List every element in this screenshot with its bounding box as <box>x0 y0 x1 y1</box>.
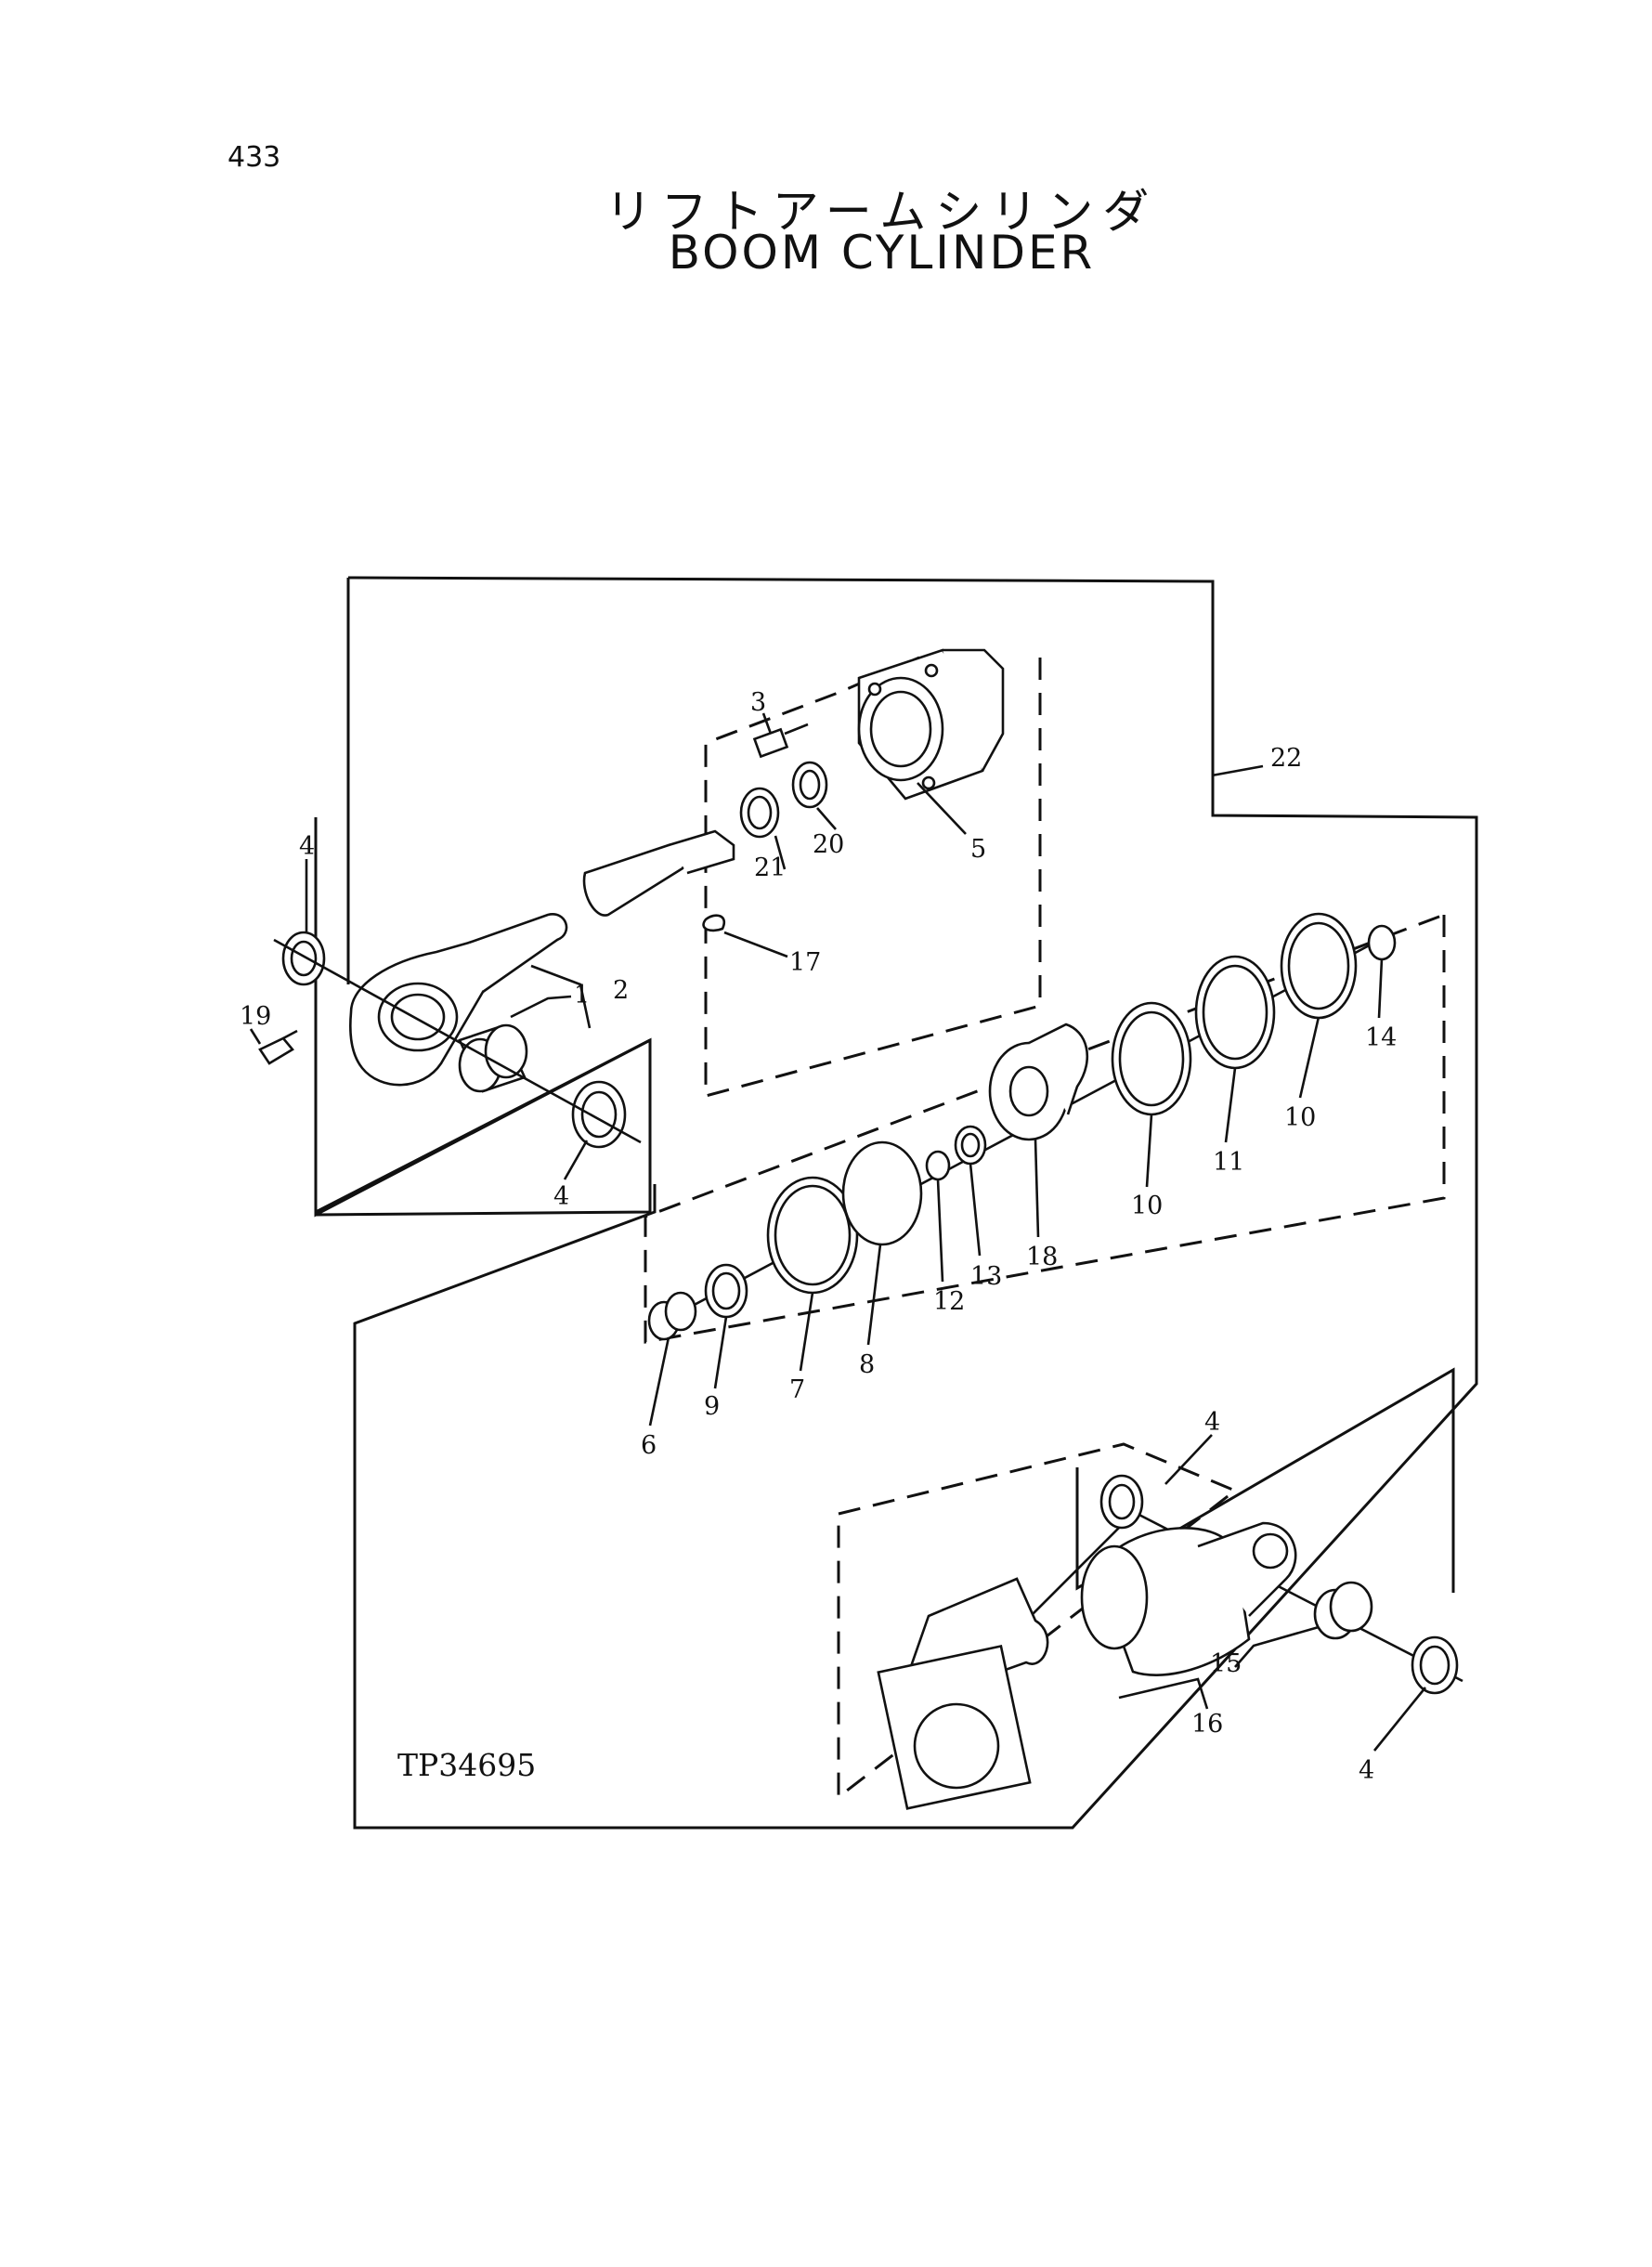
wear-ring-10-lower <box>1111 1001 1192 1116</box>
dust-seal-tube-lower <box>1411 1635 1459 1695</box>
ring-6 <box>647 1291 697 1341</box>
callout-14: 14 <box>1365 1023 1397 1052</box>
callout-4-tube-lower: 4 <box>1359 1756 1374 1785</box>
callout-13: 13 <box>970 1262 1002 1291</box>
bolt <box>752 723 809 759</box>
piston-rod <box>349 829 735 1087</box>
head-end-box <box>1075 1367 1455 1593</box>
piston-subassembly-boundary <box>644 913 1446 1344</box>
callout-22: 22 <box>1270 744 1302 773</box>
drawing-reference: TP34695 <box>397 1747 536 1783</box>
callout-7: 7 <box>789 1375 805 1404</box>
callout-21: 21 <box>754 853 786 882</box>
callout-18: 18 <box>1026 1243 1058 1271</box>
stop-ring <box>702 914 725 932</box>
callout-10-upper: 10 <box>1284 1103 1316 1132</box>
dust-seal-rod-lower <box>571 1080 627 1149</box>
piston <box>988 1023 1089 1141</box>
seal-20 <box>791 761 828 809</box>
seal-ring-11 <box>1194 955 1276 1070</box>
callout-9: 9 <box>704 1392 720 1421</box>
callout-11: 11 <box>1213 1148 1244 1177</box>
callout-5: 5 <box>970 835 986 864</box>
nut-14 <box>1367 924 1397 961</box>
grease-fitting <box>258 1029 298 1065</box>
leader-lines <box>249 712 1427 1752</box>
tube-subassembly-boundary <box>837 1442 1238 1801</box>
seal-21 <box>739 787 780 839</box>
callout-19: 19 <box>240 1002 271 1031</box>
title-english: BOOM CYLINDER <box>668 226 1096 280</box>
callout-4-rod-lower: 4 <box>553 1182 569 1211</box>
rod-subassembly-boundary <box>704 656 1042 1098</box>
tube-bushing <box>1313 1581 1373 1640</box>
bushing <box>458 1023 528 1093</box>
callout-17: 17 <box>789 948 821 977</box>
callout-4-tube-upper: 4 <box>1204 1408 1220 1437</box>
callout-6: 6 <box>641 1431 657 1460</box>
callout-8: 8 <box>859 1350 875 1379</box>
page-number: 433 <box>228 141 281 174</box>
callout-2: 2 <box>613 976 629 1005</box>
dust-seal-tube-upper <box>1099 1474 1144 1530</box>
seal-13 <box>954 1125 987 1166</box>
callout-4-rod-upper: 4 <box>299 832 315 861</box>
callout-10-lower: 10 <box>1131 1192 1163 1220</box>
cylinder-tube <box>877 1521 1297 1810</box>
ring-9 <box>704 1263 748 1319</box>
wear-ring-10-upper <box>1280 912 1358 1020</box>
dust-seal-rod-upper <box>281 931 326 986</box>
callout-12: 12 <box>933 1287 965 1316</box>
backup-ring-12 <box>925 1150 951 1181</box>
callout-1: 1 <box>574 981 590 1010</box>
assembly-boundary <box>347 576 1478 1830</box>
cylinder-head <box>857 648 1005 801</box>
axis-rod-pin <box>273 938 642 1144</box>
callout-15: 15 <box>1210 1649 1242 1678</box>
o-ring-8 <box>841 1140 923 1246</box>
rod-end-box-outline <box>315 1038 651 1214</box>
callout-3: 3 <box>750 688 766 717</box>
callout-16: 16 <box>1191 1710 1223 1739</box>
title-japanese: リフトアームシリンダ <box>605 185 1159 239</box>
ring-7 <box>766 1176 859 1295</box>
callout-20: 20 <box>813 830 844 859</box>
